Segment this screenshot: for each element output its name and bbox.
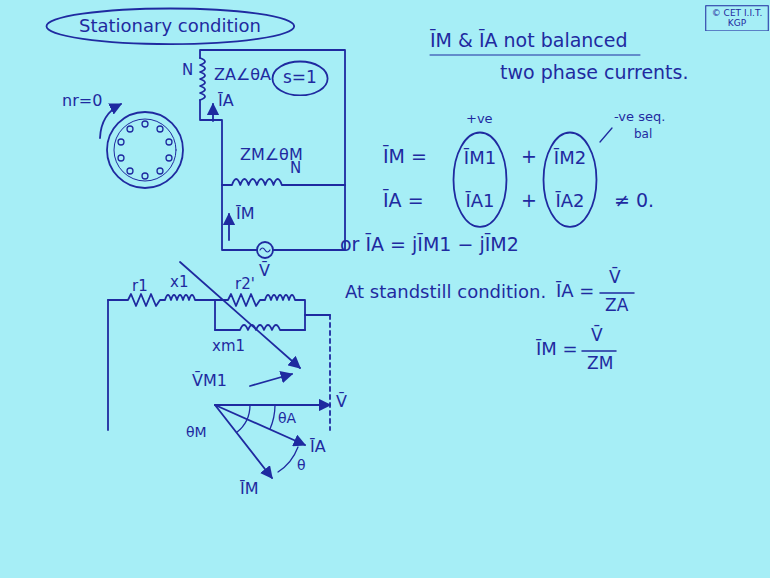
label-text: ĪM — [236, 205, 255, 223]
node-text: © CET I.I.T. KGP — [709, 8, 765, 29]
label-text: V̄M1 — [192, 372, 227, 390]
label-text: r1 — [132, 278, 148, 295]
node-outline — [452, 131, 508, 228]
label-text: N — [182, 62, 193, 79]
label-text: ZA∠θA — [214, 66, 271, 84]
label-text: V̄ — [591, 326, 603, 346]
label-text: θ — [297, 457, 306, 473]
node-text: s=1 — [283, 68, 317, 88]
node-outline — [542, 131, 598, 228]
label-text: θA — [278, 410, 296, 426]
label-text: ĪA = — [383, 190, 424, 212]
label-text: At standstill condition. — [345, 282, 546, 303]
source-symbol — [257, 242, 273, 258]
label-text: -ve seq. — [614, 110, 665, 125]
label-text: N — [290, 160, 301, 177]
node-text: Stationary condition — [79, 16, 261, 37]
phasor-diagram — [215, 404, 330, 406]
label-text: V̄ — [336, 393, 347, 411]
label-text: bal — [634, 128, 652, 142]
label-text: ĪM — [240, 480, 259, 498]
label-text: ĪM & ĪA not balanced — [430, 30, 628, 52]
label-text: θM — [186, 424, 207, 440]
label-text: nr=0 — [62, 92, 102, 110]
label-text: ZM — [587, 354, 613, 374]
label-text: ≠ 0. — [614, 190, 654, 212]
label-text: x1 — [170, 274, 188, 291]
circled-note: ĪM2ĪA2 — [542, 131, 598, 228]
label-text: ĪM = — [383, 146, 427, 168]
label-text: ĪA = — [556, 281, 594, 302]
label-text: or ĪA = jĪM1 − jĪM2 — [340, 234, 519, 256]
copyright-box: © CET I.I.T. KGP — [705, 5, 769, 32]
node-text: ĪM2 — [554, 148, 586, 169]
label-text: V̄ — [609, 268, 621, 288]
speed-arrow — [100, 104, 121, 138]
label-text: + — [521, 146, 537, 168]
aux-winding — [200, 58, 205, 100]
label-text: ZA — [605, 296, 628, 316]
rotor-circle — [107, 112, 183, 188]
circled-note: ĪM1ĪA1 — [452, 131, 508, 228]
label-text: + — [521, 190, 537, 212]
label-text: r2' — [235, 276, 255, 293]
circled-note: s=1 — [271, 60, 329, 97]
node-text: ĪA1 — [465, 191, 494, 212]
label-text: ĪA — [310, 438, 326, 456]
label-text: ĪM = — [536, 339, 578, 360]
main-winding — [222, 179, 345, 185]
circled-note: Stationary condition — [45, 7, 296, 46]
node-text: ĪM1 — [464, 148, 496, 169]
label-text: V̄ — [259, 262, 270, 280]
label-text: two phase currents. — [500, 62, 689, 84]
label-text: +ve — [466, 112, 493, 127]
label-text: xm1 — [212, 338, 245, 355]
label-text: ĪA — [218, 92, 234, 110]
node-text: ĪA2 — [555, 191, 584, 212]
equivalent-circuit — [108, 294, 215, 330]
